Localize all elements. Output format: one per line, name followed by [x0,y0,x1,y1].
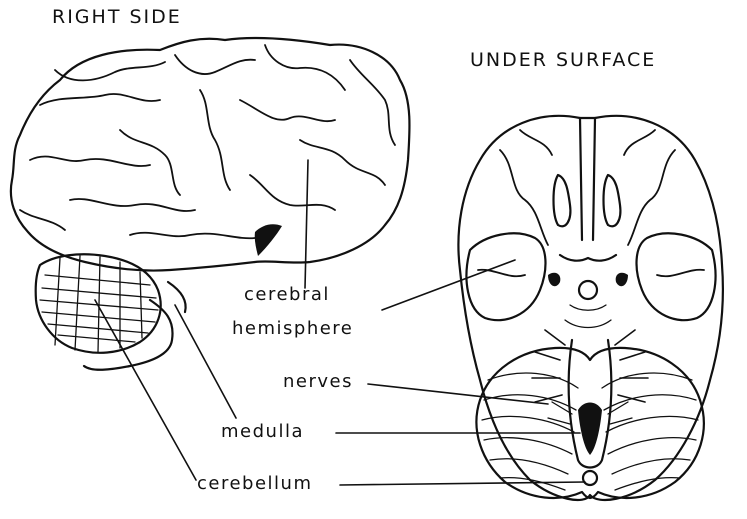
under-surface-brain [458,116,722,500]
title-right-side: RIGHT SIDE [52,6,182,28]
label-cerebellum: cerebellum [197,473,313,494]
title-under-surface: UNDER SURFACE [470,49,656,71]
leader-cerebellum-side [95,300,196,480]
label-medulla: medulla [221,421,304,442]
leader-cerebral-under [382,260,515,310]
leader-cerebral-side [305,160,308,288]
label-cerebral: cerebral [244,284,330,305]
label-nerves: nerves [283,371,353,392]
leader-nerves [368,384,548,404]
leader-medulla-side [175,305,236,418]
label-hemisphere: hemisphere [232,318,353,339]
